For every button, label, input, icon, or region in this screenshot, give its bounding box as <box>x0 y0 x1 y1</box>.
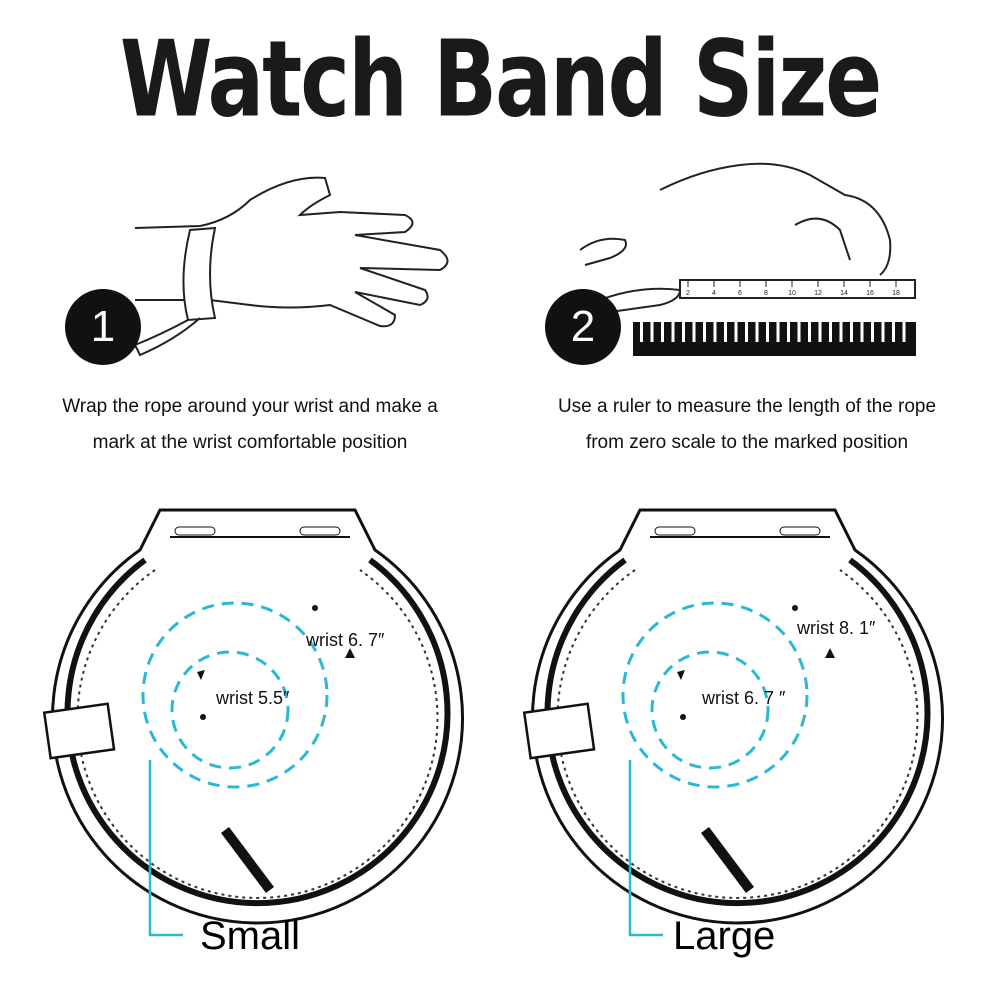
small-outer-label: wrist 6. 7″ <box>306 630 385 650</box>
inner-start-dot <box>200 714 206 720</box>
comb-gap <box>881 322 885 342</box>
band-outline <box>51 508 464 925</box>
band-slot <box>779 526 821 536</box>
outer-start-dot <box>312 605 318 611</box>
comb-gap <box>755 322 759 342</box>
inner-wrist-circle <box>170 650 290 770</box>
comb-gap <box>797 322 801 342</box>
comb-gap <box>734 322 738 342</box>
comb-gap <box>682 322 685 342</box>
ruler-mark-label: 4 <box>712 290 716 297</box>
comb-gap <box>829 322 832 342</box>
comb-gap <box>818 322 822 342</box>
outer-wrist-circle <box>621 601 809 789</box>
step-1-instructions: Wrap the rope around your wrist and make… <box>20 389 480 461</box>
band-outline <box>531 508 944 925</box>
arrow-icon <box>825 648 835 658</box>
comb-gap <box>850 322 853 342</box>
size-large-label: Large <box>673 914 776 958</box>
ruler-mark-label: 18 <box>892 290 900 297</box>
size-pointer-line <box>628 760 663 937</box>
step-1-line-1: Wrap the rope around your wrist and make… <box>62 396 438 417</box>
page-title: Watch Band Size <box>119 18 882 141</box>
arrow-icon <box>345 648 355 658</box>
ruler-mark-label: 14 <box>840 290 848 297</box>
step-1-line-2: mark at the wrist comfortable position <box>92 432 408 453</box>
band-slot <box>174 526 216 536</box>
outer-start-dot <box>792 605 798 611</box>
ruler-mark-label: 12 <box>814 290 822 297</box>
wrist-hand-illustration <box>133 176 449 357</box>
comb-gap <box>766 322 769 342</box>
comb-gap <box>860 322 864 342</box>
comb-gap <box>871 322 874 342</box>
size-pointer-line <box>148 760 183 937</box>
comb-gap <box>839 322 843 342</box>
band-keeper-loop <box>522 702 596 760</box>
band-texture <box>76 569 439 899</box>
comb-gap <box>640 322 643 342</box>
ruler-hand-illustration <box>579 162 916 356</box>
band-keeper-loop <box>42 702 116 760</box>
step-2-line-2: from zero scale to the marked position <box>585 432 909 453</box>
inner-start-dot <box>680 714 686 720</box>
arrow-icon <box>197 670 205 680</box>
comb-gap <box>671 322 675 342</box>
comb-gap <box>787 322 790 342</box>
comb-gap <box>713 322 717 342</box>
watch-band-small <box>42 508 464 937</box>
band-strap <box>544 557 931 907</box>
band-texture <box>556 569 919 899</box>
band-tail <box>221 827 274 893</box>
large-outer-label: wrist 8. 1″ <box>797 618 876 638</box>
small-inner-label: wrist 5.5″ <box>216 688 290 708</box>
arrow-icon <box>677 670 685 680</box>
band-slot <box>654 526 696 536</box>
ruler-mark-label: 16 <box>866 290 874 297</box>
ruler-mark-label: 2 <box>686 290 690 297</box>
comb-gap <box>703 322 706 342</box>
watch-band-large <box>522 508 944 937</box>
comb-gap <box>808 322 811 342</box>
step-2-line-1: Use a ruler to measure the length of the… <box>557 396 937 417</box>
step-2-instructions: Use a ruler to measure the length of the… <box>517 389 977 461</box>
outer-wrist-circle <box>141 601 329 789</box>
comb-gap <box>724 322 727 342</box>
large-inner-label: wrist 6. 7 ″ <box>702 688 786 708</box>
band-tail <box>701 827 754 893</box>
ruler-mark-label: 10 <box>788 290 796 297</box>
step-2-badge: 2 <box>545 289 621 365</box>
comb-gap <box>650 322 654 342</box>
comb-gap <box>892 322 895 342</box>
comb-gap <box>692 322 696 342</box>
band-slot <box>299 526 341 536</box>
size-small-label: Small <box>200 914 301 958</box>
step-1-badge: 1 <box>65 289 141 365</box>
comb-gap <box>902 322 906 342</box>
band-strap <box>64 557 451 907</box>
comb-gap <box>776 322 780 342</box>
inner-wrist-circle <box>650 650 770 770</box>
comb-gap <box>745 322 748 342</box>
comb-gap <box>661 322 664 342</box>
ruler-mark-label: 6 <box>738 290 742 297</box>
ruler-mark-label: 8 <box>764 290 768 297</box>
